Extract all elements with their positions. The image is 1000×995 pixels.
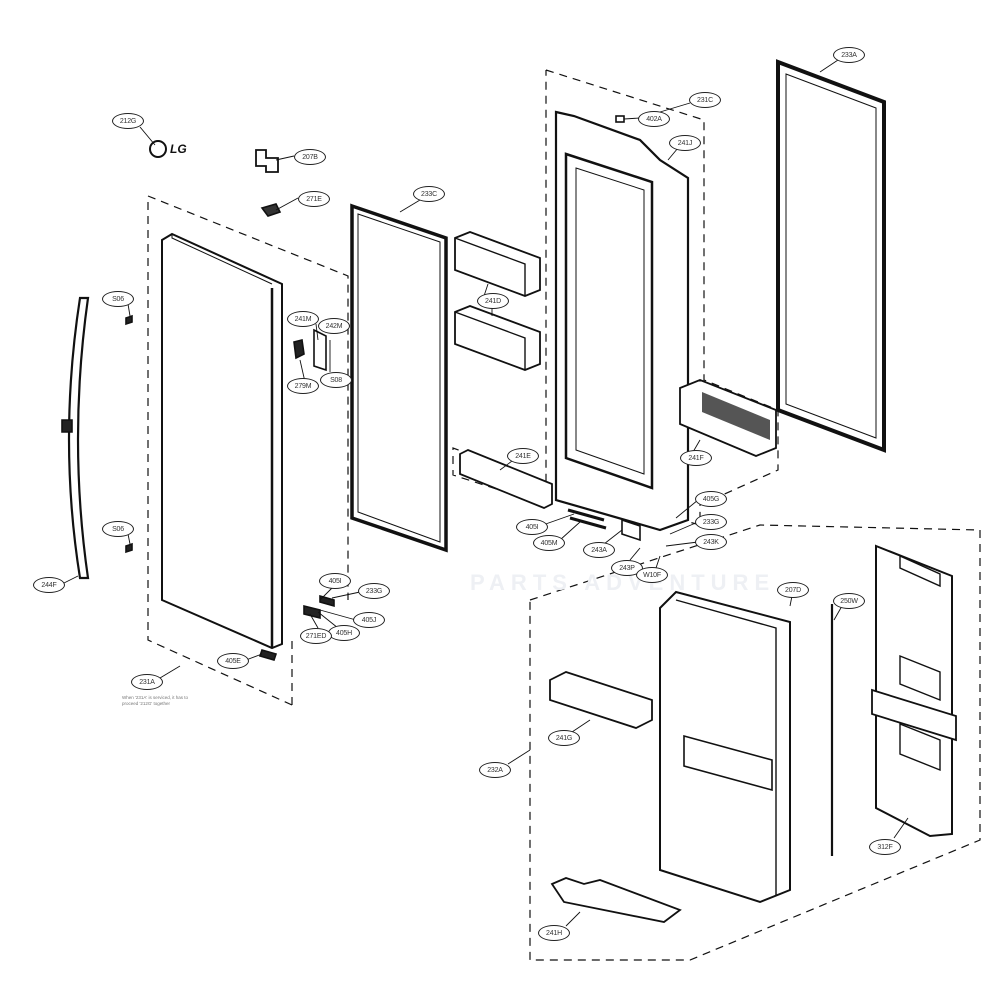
- part-label-233g: 233G: [695, 514, 727, 530]
- door-bin-upper-icon: [454, 231, 541, 297]
- part-label-233a: 233A: [833, 47, 865, 63]
- hinge-bracket-icon: [260, 203, 282, 217]
- bracket-243A-icon: [621, 518, 641, 542]
- part-label-244f: 244F: [33, 577, 65, 593]
- part-label-241m: 241M: [287, 311, 319, 327]
- part-label-207b: 207B: [294, 149, 326, 165]
- insulation-panel-312F: [875, 544, 953, 838]
- door-gasket-inner: [350, 203, 448, 553]
- part-label-241f: 241F: [680, 450, 712, 466]
- part-label-241e: 241E: [507, 448, 539, 464]
- screw-icon: [125, 314, 133, 554]
- door-gasket-outer: [776, 59, 886, 453]
- door-outer-panel: [161, 232, 283, 650]
- part-label-242m: 242M: [318, 318, 350, 334]
- part-label-243a: 243A: [583, 542, 615, 558]
- part-label-241g: 241G: [548, 730, 580, 746]
- svg-text:LG: LG: [170, 142, 187, 156]
- service-note: When '231A' is serviced, it has to proce…: [122, 695, 188, 706]
- part-label-271e: 271E: [298, 191, 330, 207]
- part-label-s06: S06: [102, 291, 134, 307]
- part-label-405m: 405M: [533, 535, 565, 551]
- part-label-233c: 233C: [413, 186, 445, 202]
- door-liner-assembly: [554, 110, 690, 532]
- part-label-212g: 212G: [112, 113, 144, 129]
- part-label-231a: 231A: [131, 674, 163, 690]
- lg-logo-icon: LG: [149, 140, 187, 158]
- bin-241H-icon: [550, 877, 682, 923]
- part-label-241h: 241H: [538, 925, 570, 941]
- lower-bin-icon: [459, 449, 553, 509]
- part-label-405e: 405E: [217, 653, 249, 669]
- part-label-279m: 279M: [287, 378, 319, 394]
- hinge-cover-icon: [255, 149, 279, 173]
- part-label-405i: 405I: [319, 573, 351, 589]
- door-bin-lower-icon: [454, 305, 541, 371]
- part-label-241d: 241D: [477, 293, 509, 309]
- part-label-233g: 233G: [358, 583, 390, 599]
- part-label-405h: 405H: [328, 625, 360, 641]
- part-label-241j: 241J: [669, 135, 701, 151]
- part-label-s08: S08: [320, 372, 352, 388]
- hinge-assembly-279M: [293, 339, 305, 360]
- part-label-231c: 231C: [689, 92, 721, 108]
- part-label-405g: 405G: [695, 491, 727, 507]
- part-label-250w: 250W: [833, 593, 865, 609]
- part-label-405j: 405J: [353, 612, 385, 628]
- part-label-243k: 243K: [695, 534, 727, 550]
- hinge-part-icon: [567, 508, 607, 530]
- part-label-232a: 232A: [479, 762, 511, 778]
- door-handle-icon: [67, 296, 90, 580]
- part-label-207d: 207D: [777, 582, 809, 598]
- part-label-312f: 312F: [869, 839, 901, 855]
- part-label-402a: 402A: [638, 111, 670, 127]
- group-outline-231A: [147, 195, 349, 706]
- part-label-405i: 405I: [516, 519, 548, 535]
- part-label-271ed: 271ED: [300, 628, 332, 644]
- group-outline-232A: [529, 524, 981, 961]
- clip-402A-icon: [615, 115, 625, 123]
- part-label-s06: S06: [102, 521, 134, 537]
- bin-241G-icon: [549, 671, 653, 729]
- part-label-w10f: W10F: [636, 567, 668, 583]
